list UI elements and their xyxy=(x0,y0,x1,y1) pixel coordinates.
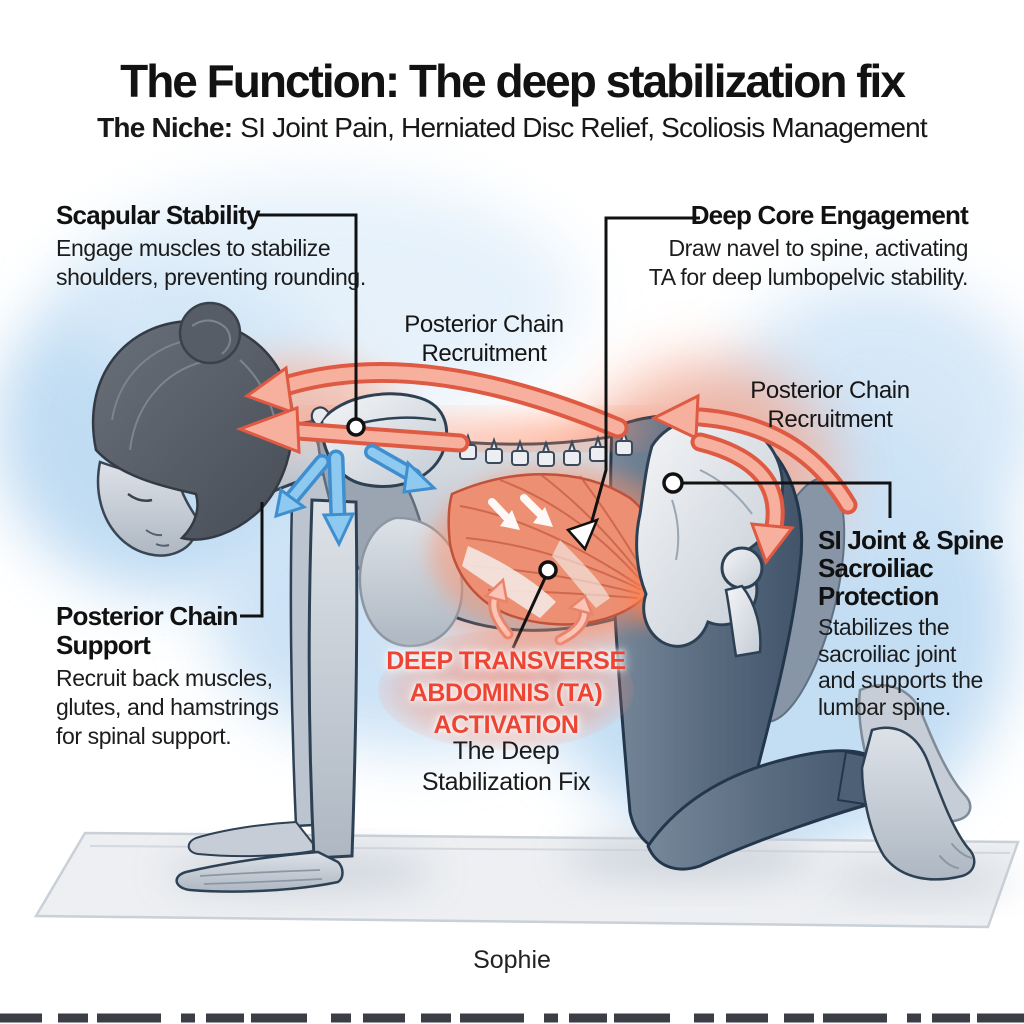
label-line: TA for deep lumbopelvic stability. xyxy=(648,264,969,290)
connector-deep-core xyxy=(588,216,700,529)
red-arrow-small-left xyxy=(483,577,514,640)
page-title: The Function: The deep stabilization fix xyxy=(120,55,906,107)
finger-lines xyxy=(199,869,323,885)
label-title: Sacroiliac xyxy=(818,553,934,583)
label-ta-activation: DEEP TRANSVERSE ABDOMINIS (TA) ACTIVATIO… xyxy=(368,645,644,741)
blue-arrow-down-right xyxy=(364,444,438,494)
connector-dot-pelvis xyxy=(662,472,684,494)
label-line: DEEP TRANSVERSE xyxy=(386,647,626,675)
label-title: SI Joint & Spine xyxy=(818,525,1004,555)
connector-dot-muscle xyxy=(538,560,558,580)
femur xyxy=(724,584,762,658)
label-line: Posterior Chain xyxy=(750,377,910,404)
label-deep-core-engagement: Deep Core Engagement Draw navel to spine… xyxy=(648,200,969,292)
label-line: and supports the xyxy=(818,667,983,693)
back-hand xyxy=(187,821,319,858)
hair xyxy=(91,319,294,541)
subtitle-label: The Niche: xyxy=(97,112,233,143)
label-line: ACTIVATION xyxy=(433,711,579,739)
toes xyxy=(939,843,973,869)
red-arrow-glute-down xyxy=(690,432,795,566)
connector-posterior-support xyxy=(240,502,264,618)
hair-bun xyxy=(178,301,242,365)
label-posterior-chain-support: Posterior Chain Support Recruit back mus… xyxy=(56,602,279,751)
page-subtitle: The Niche:SI Joint Pain, Herniated Disc … xyxy=(0,112,1024,144)
fascia-band xyxy=(462,546,556,618)
label-title: Protection xyxy=(818,581,939,611)
label-posterior-chain-recruitment-right: Posterior Chain Recruitment xyxy=(700,376,960,434)
ta-activation-glow xyxy=(378,630,634,750)
nose-lips xyxy=(145,529,170,547)
caption-sophie: Sophie xyxy=(473,946,551,974)
figure-woman xyxy=(187,414,976,881)
connector-si-joint xyxy=(681,481,892,518)
connector-arrowhead xyxy=(565,517,600,552)
red-arrow-neck xyxy=(235,405,470,455)
connector-scapular-stability xyxy=(258,213,358,418)
label-line: Stabilization Fix xyxy=(421,768,591,796)
red-arrow-hip-left xyxy=(650,393,858,515)
head xyxy=(91,301,294,557)
label-title: Posterior Chain xyxy=(56,601,238,631)
label-line: ABDOMINIS (TA) xyxy=(409,679,603,707)
label-line: Recruit back muscles, xyxy=(56,665,273,691)
red-arrow-back-to-head xyxy=(243,361,629,439)
white-muscle-arrows xyxy=(488,494,553,530)
label-line: Recruitment xyxy=(421,340,547,367)
label-line: Posterior Chain xyxy=(404,311,564,338)
label-scapular-stability: Scapular Stability Engage muscles to sta… xyxy=(56,201,366,292)
label-line: for spinal support. xyxy=(56,723,232,749)
label-line: lumbar spine. xyxy=(818,693,951,720)
label-line: glutes, and hamstrings xyxy=(56,694,279,720)
front-arm xyxy=(175,498,359,893)
label-line: Draw navel to spine, activating xyxy=(668,235,968,261)
subtitle-text: SI Joint Pain, Herniated Disc Relief, Sc… xyxy=(240,112,927,143)
fascia-band xyxy=(552,540,610,608)
blue-arrow-down xyxy=(321,449,356,548)
blue-arrow-down-left xyxy=(274,454,330,519)
femoral-head xyxy=(720,546,764,590)
label-posterior-chain-recruitment-top: Posterior Chain Recruitment xyxy=(354,310,614,368)
connector-lines xyxy=(240,213,892,649)
label-title: Scapular Stability xyxy=(56,200,261,230)
label-si-joint-protection: SI Joint & Spine Sacroiliac Protection S… xyxy=(818,525,1004,720)
label-ta-subtitle: The Deep Stabilization Fix xyxy=(378,736,634,798)
connector-dot-scapula xyxy=(346,417,366,437)
label-title: Support xyxy=(56,630,151,660)
label-line: Recruitment xyxy=(767,406,893,433)
front-foot xyxy=(860,726,976,881)
label-title: Deep Core Engagement xyxy=(690,200,969,230)
closed-eye xyxy=(127,492,153,502)
label-line: The Deep xyxy=(452,737,560,765)
label-line: Engage muscles to stabilize xyxy=(56,235,331,261)
label-line: Stabilizes the xyxy=(818,614,950,640)
label-line: shoulders, preventing rounding. xyxy=(56,264,366,290)
label-line: sacroiliac joint xyxy=(818,640,957,667)
